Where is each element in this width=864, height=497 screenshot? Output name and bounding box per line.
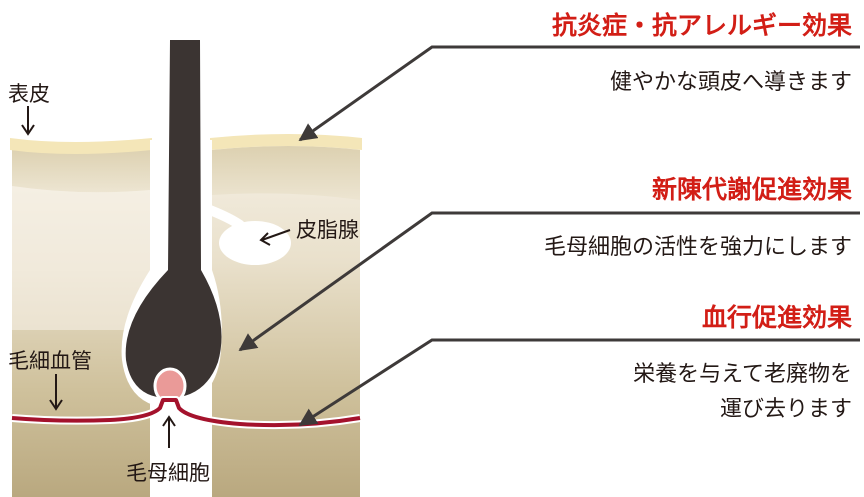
- hair-shaft: [125, 40, 222, 398]
- sebaceous-gland: [205, 205, 291, 265]
- effect-desc-circulation-line1: 栄養を与えて老廃物を: [633, 362, 852, 387]
- sebaceous-gland-label: 皮脂腺: [296, 218, 359, 242]
- epidermis-left: [10, 138, 152, 154]
- skin-left: [10, 138, 152, 497]
- effect-title-metabolism: 新陳代謝促進効果: [651, 175, 852, 204]
- callout-lines: [238, 45, 860, 427]
- effect-desc-metabolism: 毛母細胞の活性を強力にします: [543, 235, 852, 260]
- epidermis-label: 表皮: [8, 82, 50, 106]
- label-arrows: [21, 106, 291, 448]
- effect-desc-anti-inflammatory: 健やかな頭皮へ導きます: [609, 70, 852, 95]
- effect-title-anti-inflammatory: 抗炎症・抗アレルギー効果: [551, 11, 852, 40]
- epidermis-right: [210, 134, 362, 150]
- capillary-label: 毛細血管: [8, 349, 92, 373]
- effect-desc-circulation-line2: 運び去ります: [719, 397, 852, 422]
- effect-title-circulation: 血行促進効果: [701, 303, 852, 332]
- hair-matrix-label: 毛母細胞: [126, 461, 210, 485]
